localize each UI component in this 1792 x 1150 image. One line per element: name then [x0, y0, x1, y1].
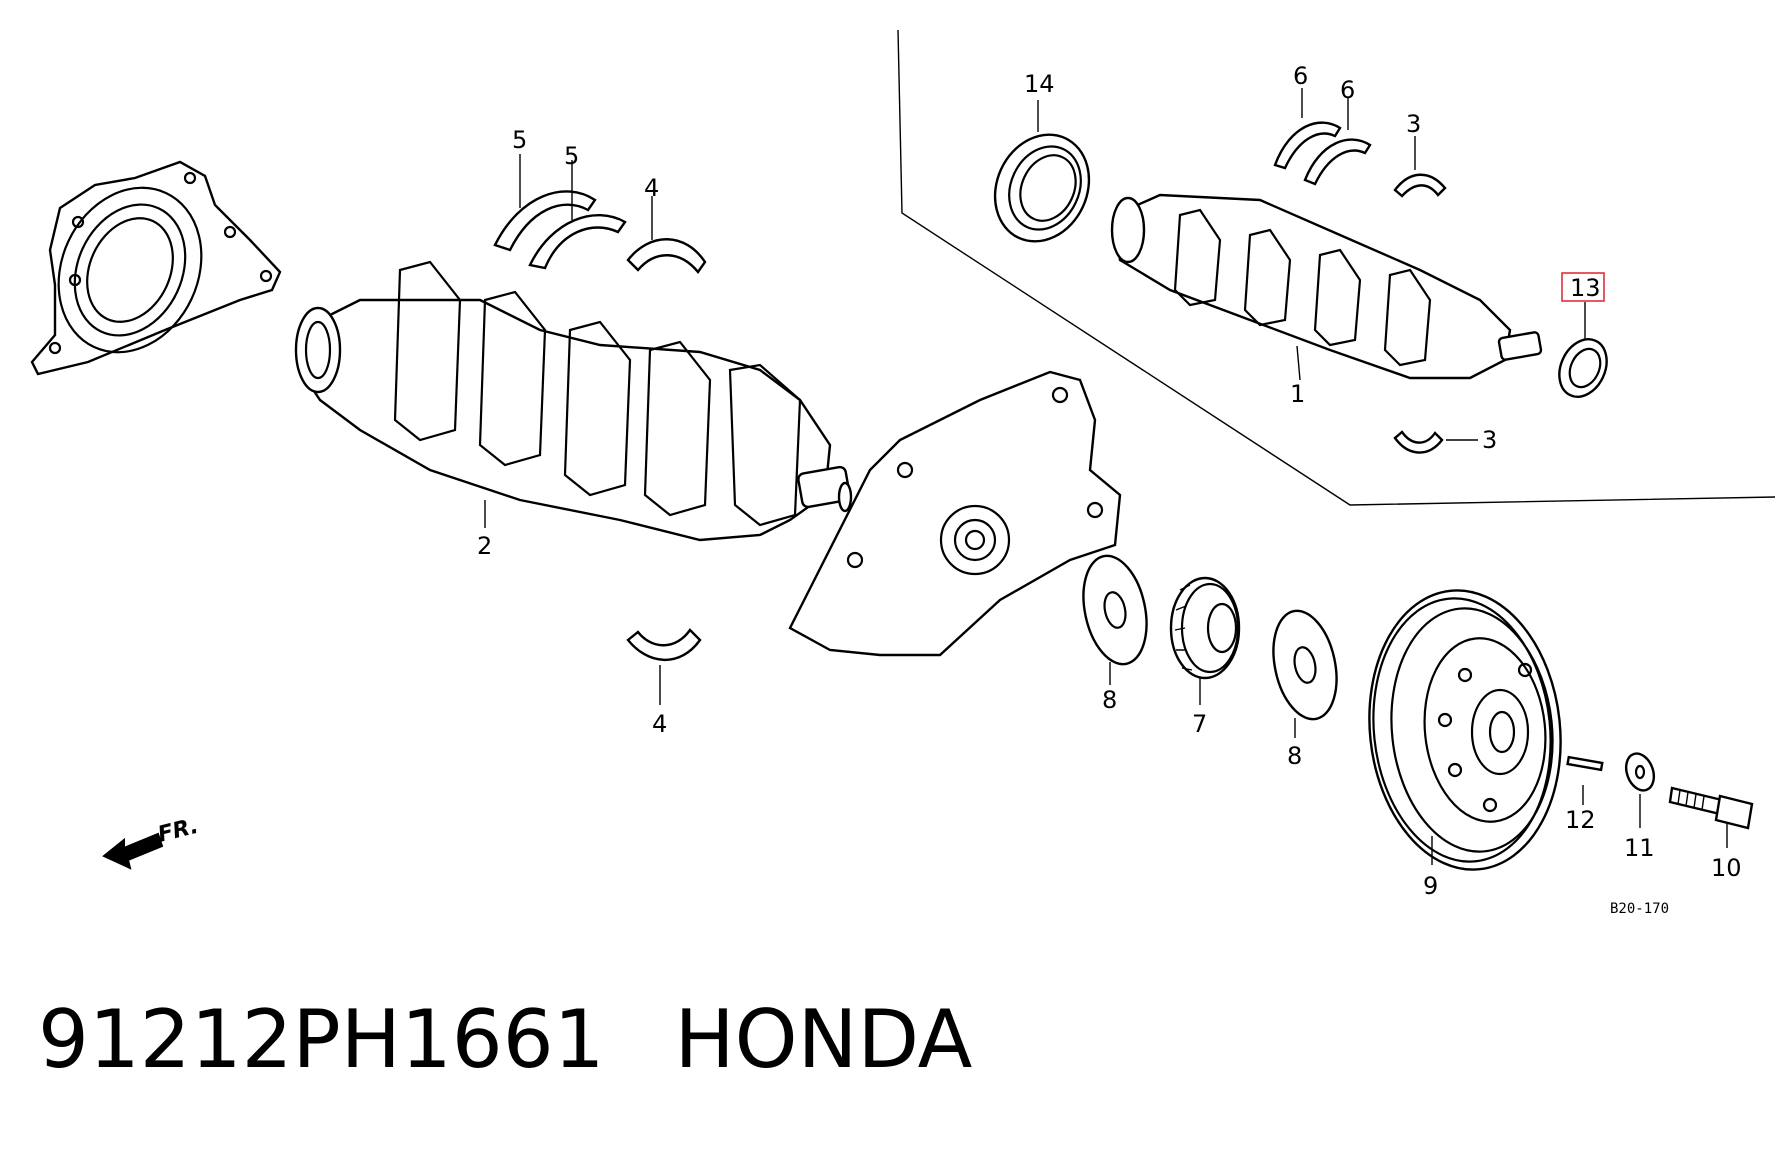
- callout-4-lower: 4: [652, 710, 667, 738]
- bearing-lower-main: [626, 628, 702, 662]
- callout-13: 13: [1570, 274, 1601, 302]
- callout-9: 9: [1423, 872, 1438, 900]
- callout-3-upper: 3: [1406, 110, 1421, 138]
- part-number: 91212PH1661: [38, 993, 605, 1086]
- oil-seal-14: [993, 133, 1091, 243]
- oil-seal-13: [1558, 338, 1608, 398]
- drawing-code: B20-170: [1610, 901, 1669, 917]
- oil-seal-housing: [30, 160, 282, 376]
- bolt-10: [1668, 786, 1754, 830]
- callout-8-right: 8: [1287, 742, 1302, 770]
- callout-12: 12: [1565, 806, 1596, 834]
- bearing-upper-main: [626, 238, 707, 274]
- callout-5-left: 5: [512, 126, 527, 154]
- bearing-lower-inset: [1393, 430, 1444, 454]
- oil-pump: [788, 370, 1122, 657]
- callout-7: 7: [1192, 710, 1207, 738]
- callout-14: 14: [1024, 70, 1055, 98]
- crankshaft-inset: [1110, 193, 1543, 380]
- crankshaft-main: [294, 260, 853, 542]
- callout-2: 2: [477, 532, 492, 560]
- callout-1: 1: [1290, 380, 1305, 408]
- callout-11: 11: [1624, 834, 1655, 862]
- crank-pulley-9: [1368, 589, 1562, 871]
- washer-8-right: [1272, 609, 1338, 721]
- brand: HONDA: [674, 993, 973, 1086]
- callout-10: 10: [1711, 854, 1742, 882]
- front-direction-arrow: FR.: [102, 814, 201, 870]
- key-12: [1566, 755, 1604, 772]
- callout-3-lower: 3: [1482, 426, 1497, 454]
- callout-4-upper: 4: [644, 174, 659, 202]
- front-label: FR.: [155, 814, 201, 848]
- thrust-washers-inset: [1273, 121, 1372, 186]
- timing-gear-7: [1169, 576, 1241, 680]
- bearing-upper-inset: [1393, 173, 1447, 198]
- washer-11: [1624, 752, 1656, 792]
- callout-5-right: 5: [564, 142, 579, 170]
- callout-13-highlight: [1561, 272, 1605, 302]
- thrust-washers-main: [493, 190, 627, 270]
- callout-6-right: 6: [1340, 76, 1355, 104]
- leader-lines: [484, 88, 1728, 865]
- washer-8-left: [1082, 554, 1148, 666]
- callout-6-left: 6: [1293, 62, 1308, 90]
- callout-8-left: 8: [1102, 686, 1117, 714]
- inset-frame: [897, 29, 1776, 506]
